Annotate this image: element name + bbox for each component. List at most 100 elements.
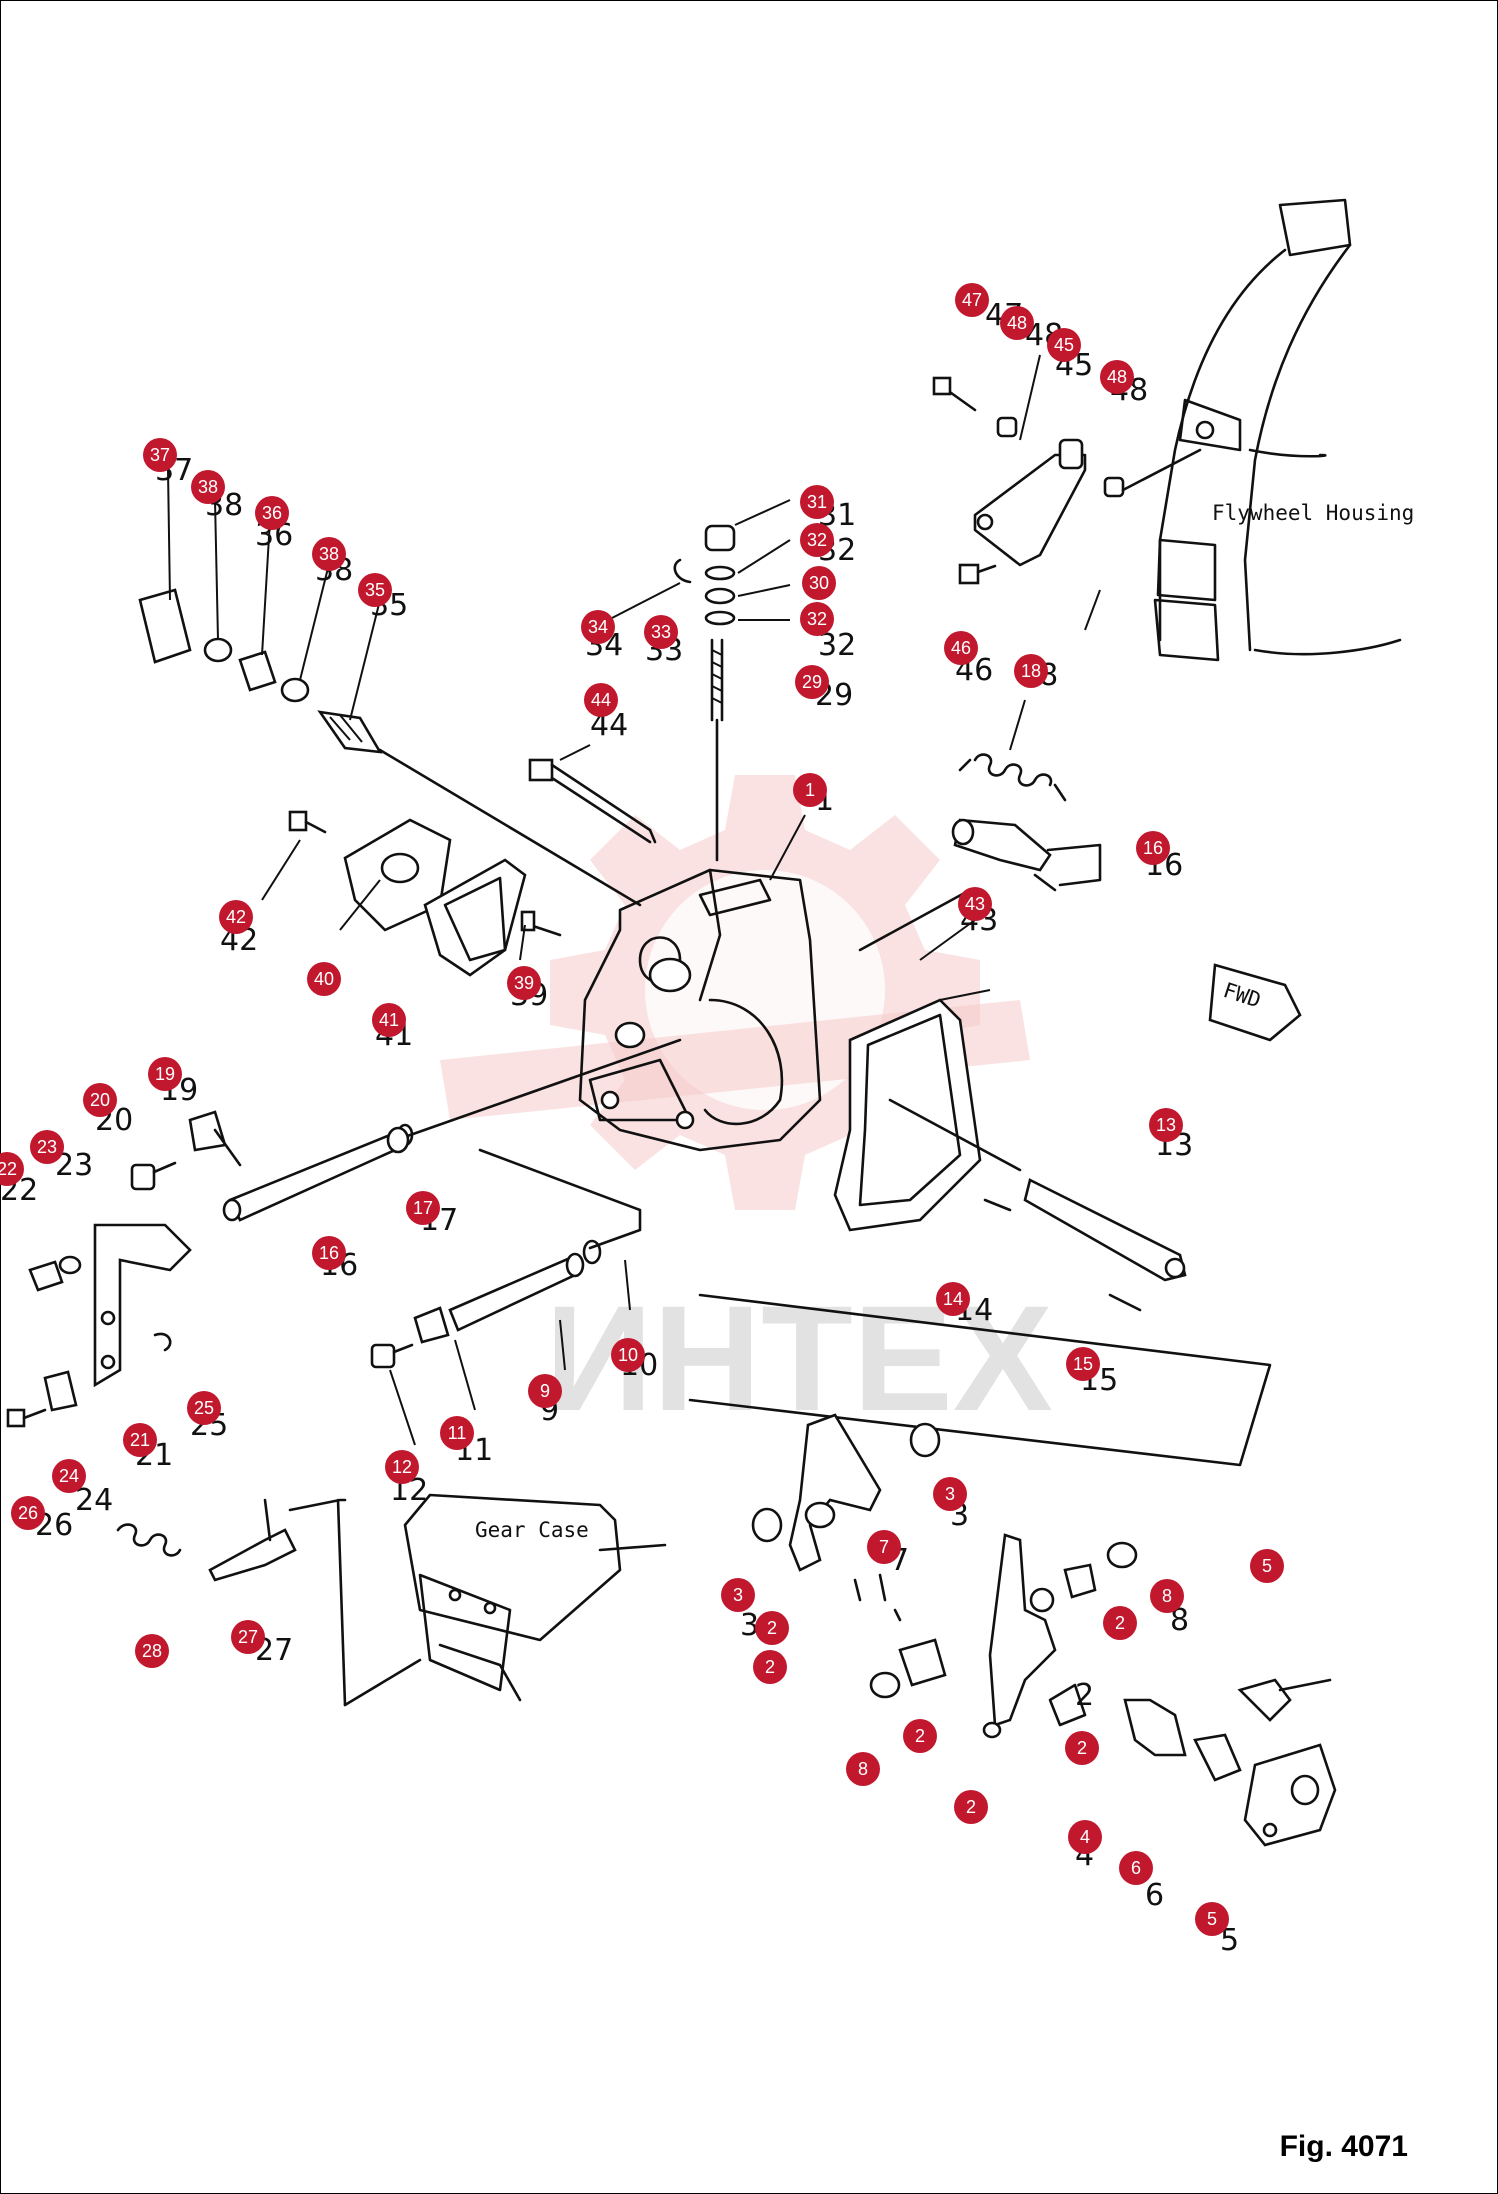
callout-marker xyxy=(867,1530,901,1564)
callout-marker xyxy=(358,573,392,607)
callout-number: 22 xyxy=(0,1159,17,1179)
callout-number: 3 xyxy=(945,1484,955,1504)
callout-number: 2 xyxy=(765,1657,775,1677)
svg-text:8: 8 xyxy=(1170,1603,1189,1638)
callout-marker xyxy=(936,1282,970,1316)
callout-number: 8 xyxy=(858,1759,868,1779)
callout-marker xyxy=(753,1650,787,1684)
callout-marker xyxy=(933,1477,967,1511)
callout-number: 25 xyxy=(194,1398,214,1418)
callout-number: 23 xyxy=(37,1137,57,1157)
lever-27-spring-28 xyxy=(116,1498,347,1582)
callout-marker xyxy=(944,631,978,665)
callout-marker xyxy=(507,966,541,1000)
callout-46: 46 xyxy=(944,631,978,665)
callout-marker xyxy=(846,1752,880,1786)
callout-number: 39 xyxy=(514,973,534,993)
callout-marker xyxy=(958,887,992,921)
callout-8: 8 xyxy=(1150,1579,1184,1613)
callout-number: 13 xyxy=(1156,1115,1176,1135)
callout-9: 9 xyxy=(528,1374,562,1408)
callout-number: 36 xyxy=(262,503,282,523)
svg-text:24: 24 xyxy=(75,1483,113,1518)
callout-number: 20 xyxy=(90,1090,110,1110)
callout-32: 32 xyxy=(800,523,834,557)
callout-36: 36 xyxy=(255,496,289,530)
callout-number: 2 xyxy=(915,1726,925,1746)
callout-number: 35 xyxy=(365,580,385,600)
callout-41: 41 xyxy=(372,1003,406,1037)
callout-marker xyxy=(143,438,177,472)
callout-14: 14 xyxy=(936,1282,970,1316)
callout-47: 47 xyxy=(955,283,989,317)
callout-marker xyxy=(1100,360,1134,394)
callout-marker xyxy=(135,1634,169,1668)
svg-text:6: 6 xyxy=(1145,1878,1164,1913)
callout-number: 15 xyxy=(1073,1354,1093,1374)
callout-48: 48 xyxy=(1100,360,1134,394)
callout-number: 34 xyxy=(588,617,608,637)
governor-housing xyxy=(578,868,822,1152)
callout-39: 39 xyxy=(507,966,541,1000)
callout-25: 25 xyxy=(187,1391,221,1425)
callout-37: 37 xyxy=(143,438,177,472)
flywheel-housing xyxy=(1153,198,1402,662)
callout-number: 5 xyxy=(1207,1909,1217,1929)
callout-number: 45 xyxy=(1054,335,1074,355)
leader-lines xyxy=(167,354,1101,1446)
callout-38: 38 xyxy=(312,537,346,571)
callout-marker xyxy=(955,283,989,317)
callout-number: 10 xyxy=(618,1345,638,1365)
callout-number: 30 xyxy=(809,573,829,593)
callout-marker xyxy=(1136,831,1170,865)
callout-33: 33 xyxy=(644,615,678,649)
lever-13 xyxy=(688,1098,1272,1467)
callout-marker xyxy=(148,1057,182,1091)
callout-16: 16 xyxy=(1136,831,1170,865)
callout-19: 19 xyxy=(148,1057,182,1091)
callout-marker xyxy=(644,615,678,649)
callout-marker xyxy=(372,1003,406,1037)
callout-13: 13 xyxy=(1149,1108,1183,1142)
callout-30: 30 xyxy=(802,566,836,600)
callout-marker xyxy=(1119,1851,1153,1885)
callout-number: 31 xyxy=(807,492,827,512)
callout-number: 32 xyxy=(807,530,827,550)
callout-marker xyxy=(611,1338,645,1372)
callout-number: 38 xyxy=(198,477,218,497)
callout-number: 27 xyxy=(238,1627,258,1647)
callout-marker xyxy=(800,485,834,519)
callout-16: 16 xyxy=(312,1236,346,1270)
callout-2: 2 xyxy=(1065,1731,1099,1765)
gear-case-label: Gear Case xyxy=(475,1518,589,1542)
lower-lever-cluster xyxy=(751,1413,1337,1847)
callout-marker xyxy=(187,1391,221,1425)
callout-marker xyxy=(1103,1606,1137,1640)
callout-marker xyxy=(1150,1579,1184,1613)
callout-28: 28 xyxy=(135,1634,169,1668)
callout-number: 47 xyxy=(962,290,982,310)
callout-number: 43 xyxy=(965,894,985,914)
callout-marker xyxy=(30,1130,64,1164)
callout-number: 8 xyxy=(1162,1586,1172,1606)
callout-marker xyxy=(312,1236,346,1270)
callout-marker xyxy=(528,1374,562,1408)
stud-stack xyxy=(673,524,736,862)
callout-number: 2 xyxy=(1077,1738,1087,1758)
callout-marker xyxy=(721,1578,755,1612)
callout-marker xyxy=(800,602,834,636)
part-callouts: 1222222334556788910111213141516161718192… xyxy=(0,283,1284,1936)
callout-number: 2 xyxy=(966,1797,976,1817)
callout-45: 45 xyxy=(1047,328,1081,362)
callout-number: 14 xyxy=(943,1289,963,1309)
callout-marker xyxy=(307,962,341,996)
callout-32: 32 xyxy=(800,602,834,636)
callout-3: 3 xyxy=(721,1578,755,1612)
callout-marker xyxy=(1000,306,1034,340)
callout-18: 18 xyxy=(1014,654,1048,688)
callout-2: 2 xyxy=(903,1719,937,1753)
callout-number: 38 xyxy=(319,544,339,564)
shaft-9-assembly xyxy=(370,1148,642,1369)
svg-text:5: 5 xyxy=(1220,1923,1239,1958)
